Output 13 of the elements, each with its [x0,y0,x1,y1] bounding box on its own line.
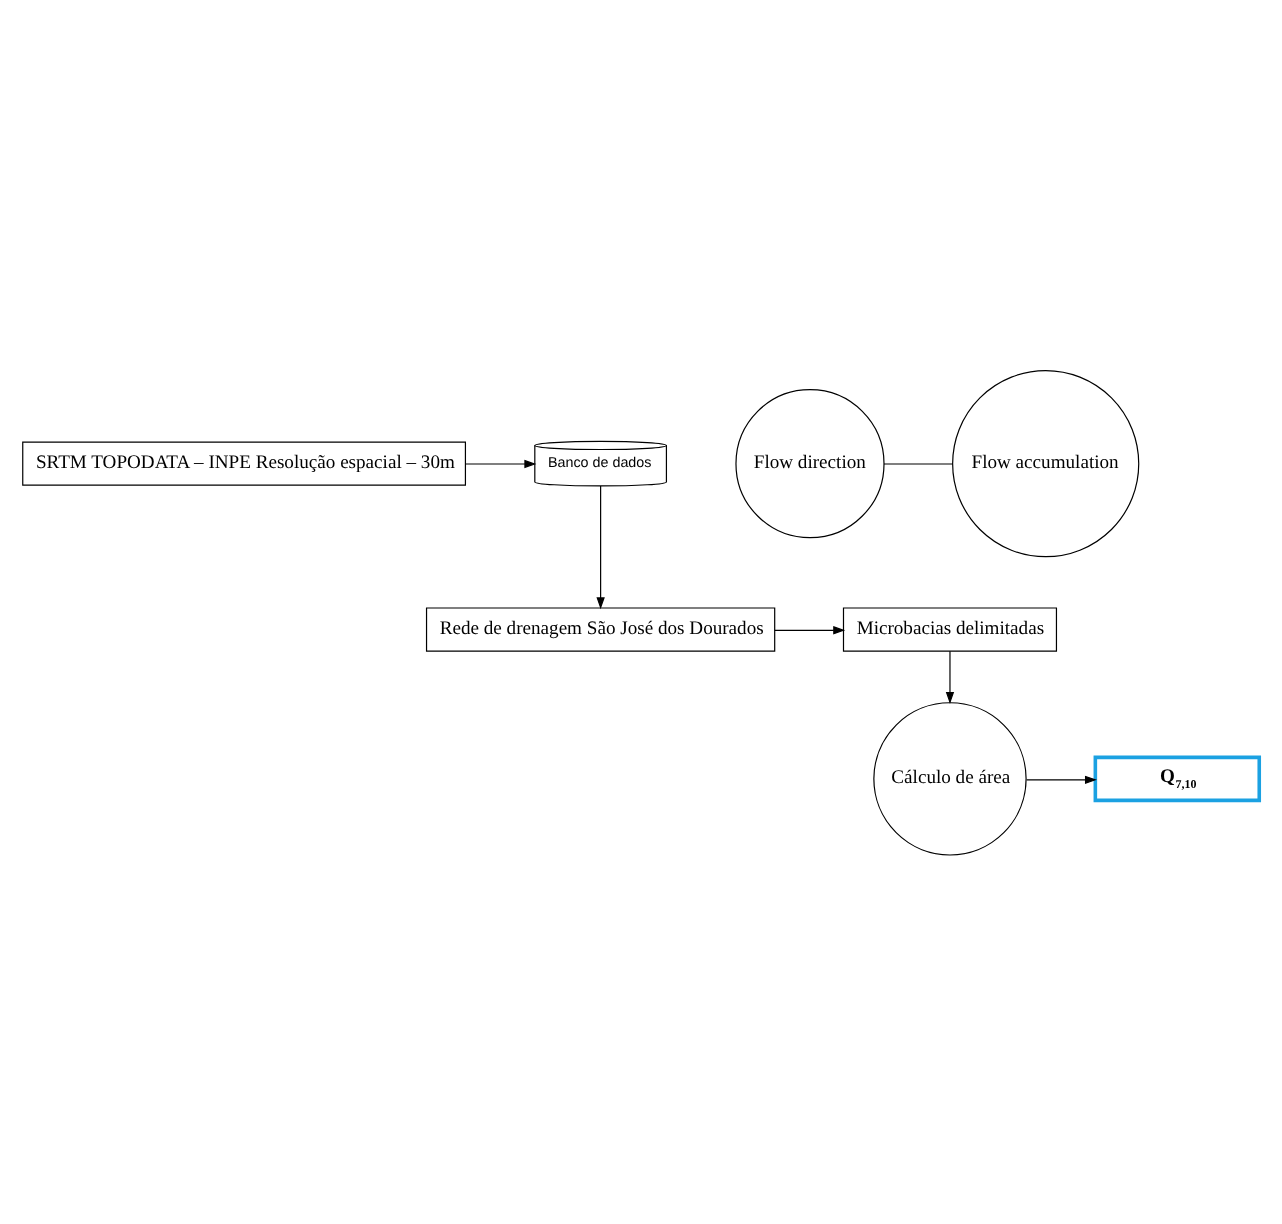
arrow [774,625,846,634]
arrow [945,649,955,703]
node-box: Q$_{7,10}$ [1093,754,1262,802]
node-circle: Flow accumulation [952,369,1140,557]
node-circle: Cálculo de área [873,701,1027,855]
node-box: SRTM TOPODATA – INPE Resolução espacial – 30m [22,440,467,485]
connector [883,462,954,464]
node-box: Rede de drenagem São José dos Dourados [425,606,776,651]
node-circle: Flow direction [735,388,885,538]
node-box: Microbacias delimitadas [842,606,1058,651]
arrow [596,484,605,609]
arrow [465,458,537,468]
arrow [1026,774,1097,784]
